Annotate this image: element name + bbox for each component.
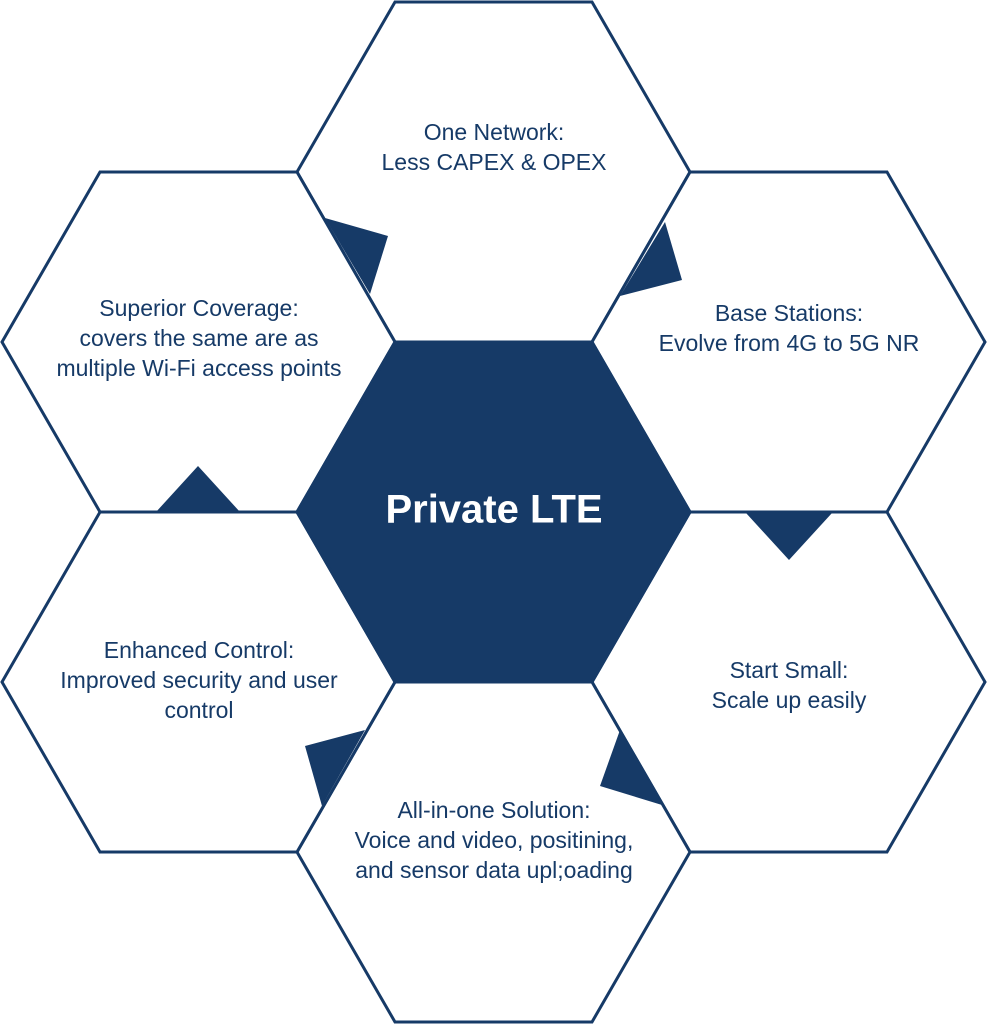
hex-text: Less CAPEX & OPEX: [381, 149, 607, 175]
pointer-top-right: [620, 222, 682, 296]
pointer-left: [156, 466, 240, 512]
hex-center: [295, 340, 692, 684]
hex-label-superior-coverage: Superior Coverage: covers the same are a…: [29, 293, 369, 383]
hex-label-enhanced-control: Enhanced Control: Improved security and …: [29, 635, 369, 725]
pointer-bottom-right: [600, 730, 662, 805]
hex-text: and sensor data upl;oading: [355, 857, 633, 883]
hex-text: Voice and video, positining,: [354, 827, 634, 853]
hex-label-start-small: Start Small: Scale up easily: [619, 655, 959, 715]
hex-text: Scale up easily: [711, 687, 867, 713]
hex-title: Base Stations:: [714, 300, 864, 326]
pointer-right: [746, 513, 832, 560]
hex-title: All-in-one Solution:: [397, 797, 591, 823]
hex-title: Start Small:: [729, 657, 849, 683]
center-label: Private LTE: [385, 487, 603, 532]
pointer-top-left: [325, 218, 388, 294]
hex-label-all-in-one: All-in-one Solution: Voice and video, po…: [324, 795, 664, 885]
hex-text: control: [164, 697, 234, 723]
hex-label-base-stations: Base Stations: Evolve from 4G to 5G NR: [619, 298, 959, 358]
hex-title: Superior Coverage:: [99, 295, 299, 321]
hex-title: Enhanced Control:: [103, 637, 295, 663]
hex-label-one-network: One Network: Less CAPEX & OPEX: [324, 117, 664, 177]
hex-text: multiple Wi-Fi access points: [56, 355, 342, 381]
hex-text: covers the same are as: [79, 325, 319, 351]
hex-title: One Network:: [423, 119, 565, 145]
hex-text: Evolve from 4G to 5G NR: [658, 330, 920, 356]
hex-text: Improved security and user: [60, 667, 338, 693]
pointer-bottom-left: [305, 730, 365, 806]
